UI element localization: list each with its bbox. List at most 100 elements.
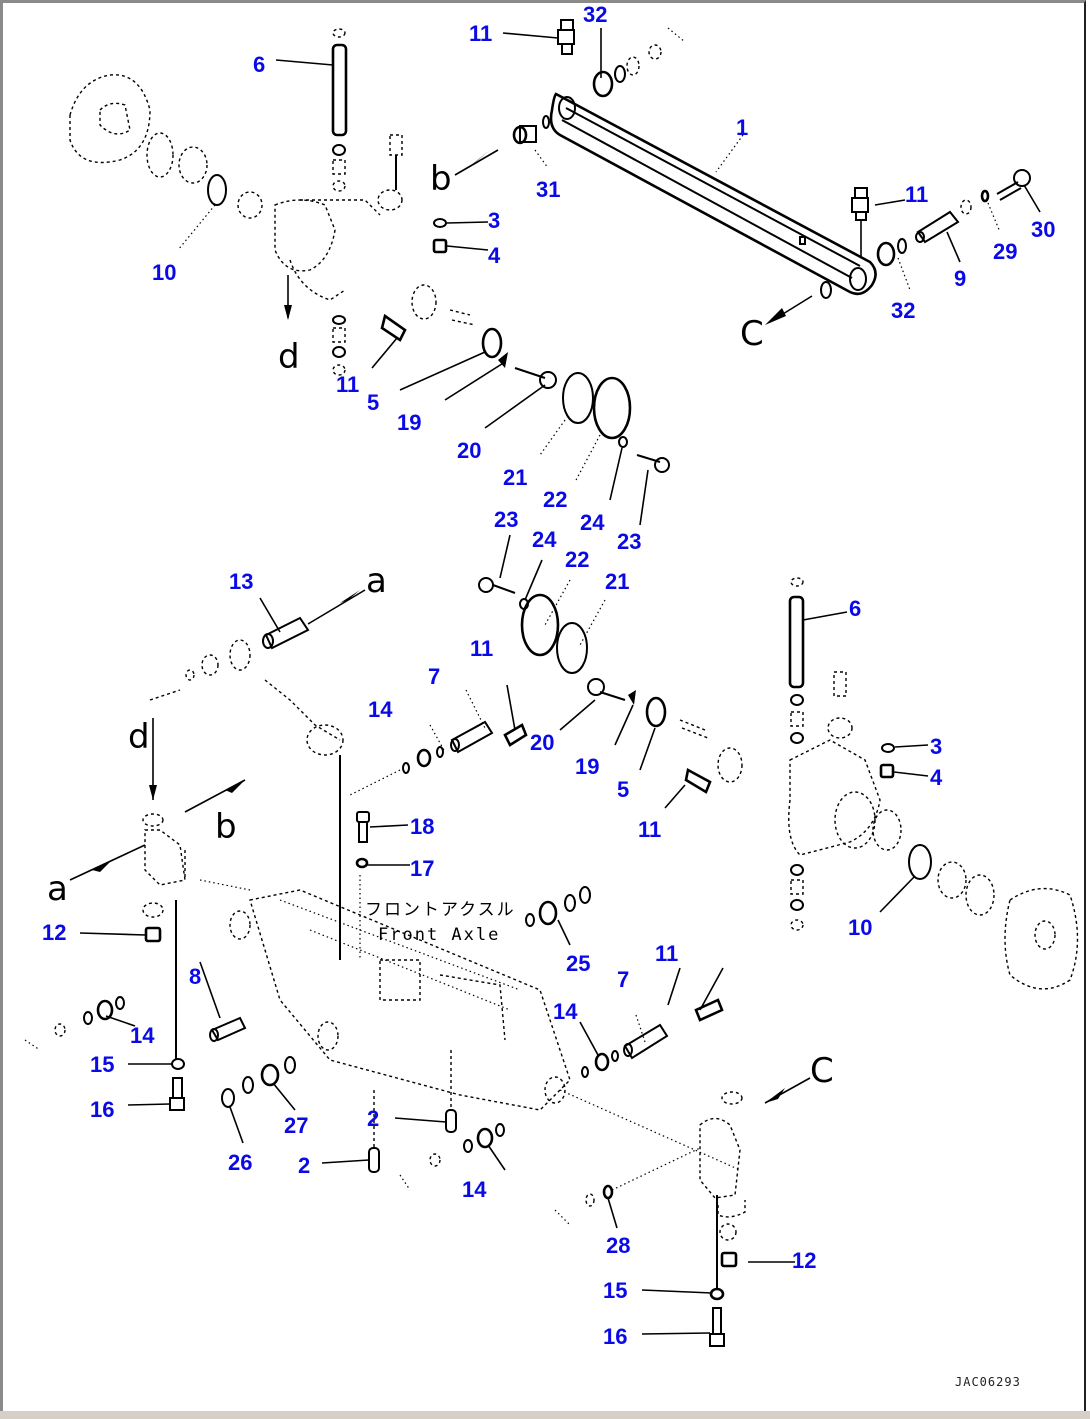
pin-2-upper[interactable] — [445, 1050, 457, 1133]
callout-3[interactable]: 3 — [930, 734, 942, 759]
callout-10[interactable]: 10 — [152, 260, 176, 285]
link-bar-part-1[interactable] — [549, 92, 877, 296]
bolt-23-left[interactable] — [636, 454, 670, 473]
seal-26[interactable] — [221, 1088, 235, 1108]
callout-30[interactable]: 30 — [1031, 217, 1055, 242]
plate-5-left[interactable] — [481, 327, 503, 359]
washer-15-left[interactable] — [171, 1058, 185, 1070]
callout-13[interactable]: 13 — [229, 569, 253, 594]
nut-12-left[interactable] — [144, 926, 162, 943]
nut-4-right[interactable] — [879, 763, 895, 779]
bushing-32-right[interactable] — [876, 238, 907, 267]
grease-fitting-11-top[interactable] — [557, 19, 575, 55]
bolt-20-left[interactable] — [514, 367, 557, 389]
pin-7-right[interactable] — [623, 1023, 669, 1060]
washer-24-left[interactable] — [618, 436, 628, 448]
callout-5[interactable]: 5 — [367, 390, 379, 415]
washer-17[interactable] — [355, 857, 369, 869]
callout-32[interactable]: 32 — [583, 2, 607, 27]
bushing-14-lower[interactable] — [399, 1123, 505, 1191]
callout-4[interactable]: 4 — [488, 243, 501, 268]
shim-22-mid[interactable] — [520, 593, 560, 657]
callout-25[interactable]: 25 — [566, 951, 590, 976]
callout-22[interactable]: 22 — [565, 547, 589, 572]
bushing-14-right[interactable] — [581, 1050, 619, 1078]
lock-washer-19-mid[interactable] — [628, 690, 636, 705]
callout-12[interactable]: 12 — [42, 920, 66, 945]
washer-15-right[interactable] — [709, 1287, 725, 1301]
callout-6[interactable]: 6 — [849, 596, 861, 621]
bushing-31[interactable] — [512, 115, 550, 145]
callout-28[interactable]: 28 — [606, 1233, 630, 1258]
callout-14[interactable]: 14 — [130, 1023, 155, 1048]
o-ring-10-right[interactable] — [908, 844, 932, 880]
callout-23[interactable]: 23 — [617, 529, 641, 554]
callout-27[interactable]: 27 — [284, 1113, 308, 1138]
callout-16[interactable]: 16 — [603, 1324, 627, 1349]
callout-4[interactable]: 4 — [930, 765, 943, 790]
grease-fitting-11-left-knuckle[interactable] — [380, 313, 407, 342]
callout-2[interactable]: 2 — [298, 1153, 310, 1178]
bolt-30[interactable] — [996, 169, 1031, 201]
callout-22[interactable]: 22 — [543, 487, 567, 512]
bushing-14-upper[interactable] — [416, 748, 432, 768]
callout-26[interactable]: 26 — [228, 1150, 252, 1175]
callout-20[interactable]: 20 — [530, 730, 554, 755]
bolt-18-head[interactable] — [356, 811, 370, 823]
kingpin-6-left[interactable] — [331, 28, 348, 192]
callout-32[interactable]: 32 — [891, 298, 915, 323]
callout-12[interactable]: 12 — [792, 1248, 816, 1273]
bolt-23-mid[interactable] — [478, 577, 516, 594]
callout-21[interactable]: 21 — [605, 569, 629, 594]
callout-6[interactable]: 6 — [253, 52, 265, 77]
nut-4-left[interactable] — [432, 238, 448, 254]
bushing-27[interactable] — [242, 1056, 296, 1094]
bolt-20-mid[interactable] — [587, 678, 626, 701]
callout-3[interactable]: 3 — [488, 208, 500, 233]
callout-20[interactable]: 20 — [457, 438, 481, 463]
pin-13[interactable] — [262, 616, 310, 650]
callout-19[interactable]: 19 — [397, 410, 421, 435]
grease-fitting-11-pin-left[interactable] — [503, 723, 528, 747]
callout-29[interactable]: 29 — [993, 239, 1017, 264]
callout-7[interactable]: 7 — [428, 664, 440, 689]
callout-15[interactable]: 15 — [603, 1278, 627, 1303]
callout-14[interactable]: 14 — [462, 1177, 487, 1202]
callout-14[interactable]: 14 — [553, 999, 578, 1024]
callout-31[interactable]: 31 — [536, 177, 560, 202]
callout-11[interactable]: 11 — [655, 941, 678, 966]
callout-17[interactable]: 17 — [410, 856, 434, 881]
callout-10[interactable]: 10 — [848, 915, 872, 940]
shim-22-left[interactable] — [592, 376, 632, 440]
callout-5[interactable]: 5 — [617, 777, 629, 802]
callout-15[interactable]: 15 — [90, 1052, 114, 1077]
pin-8[interactable] — [209, 1016, 247, 1042]
callout-8[interactable]: 8 — [189, 964, 201, 989]
callout-2[interactable]: 2 — [367, 1106, 379, 1131]
shim-21-left[interactable] — [562, 372, 594, 424]
pin-7-left[interactable] — [450, 720, 494, 754]
bushing-14-left[interactable] — [24, 996, 125, 1051]
washer-3-left[interactable] — [433, 218, 447, 228]
o-ring-10-left[interactable] — [207, 174, 227, 206]
shim-21-mid[interactable] — [556, 622, 588, 674]
bushing-25[interactable] — [525, 886, 591, 927]
callout-11[interactable]: 11 — [470, 636, 493, 661]
callout-21[interactable]: 21 — [503, 465, 527, 490]
nut-12-right[interactable] — [720, 1251, 738, 1268]
callout-24[interactable]: 24 — [580, 510, 605, 535]
washer-3-right[interactable] — [881, 743, 895, 753]
pin-9[interactable] — [915, 210, 960, 244]
washer-29[interactable] — [980, 189, 990, 203]
bushing-32-top[interactable] — [592, 27, 686, 98]
callout-16[interactable]: 16 — [90, 1097, 114, 1122]
plate-5-right[interactable] — [645, 696, 667, 728]
pin-2-lower[interactable] — [368, 1090, 380, 1173]
callout-14[interactable]: 14 — [368, 697, 393, 722]
callout-24[interactable]: 24 — [532, 527, 557, 552]
washer-28[interactable] — [554, 1147, 701, 1226]
callout-7[interactable]: 7 — [617, 967, 629, 992]
grease-fitting-11-right-knuckle[interactable] — [684, 768, 712, 794]
callout-23[interactable]: 23 — [494, 507, 518, 532]
callout-11[interactable]: 11 — [638, 817, 661, 842]
